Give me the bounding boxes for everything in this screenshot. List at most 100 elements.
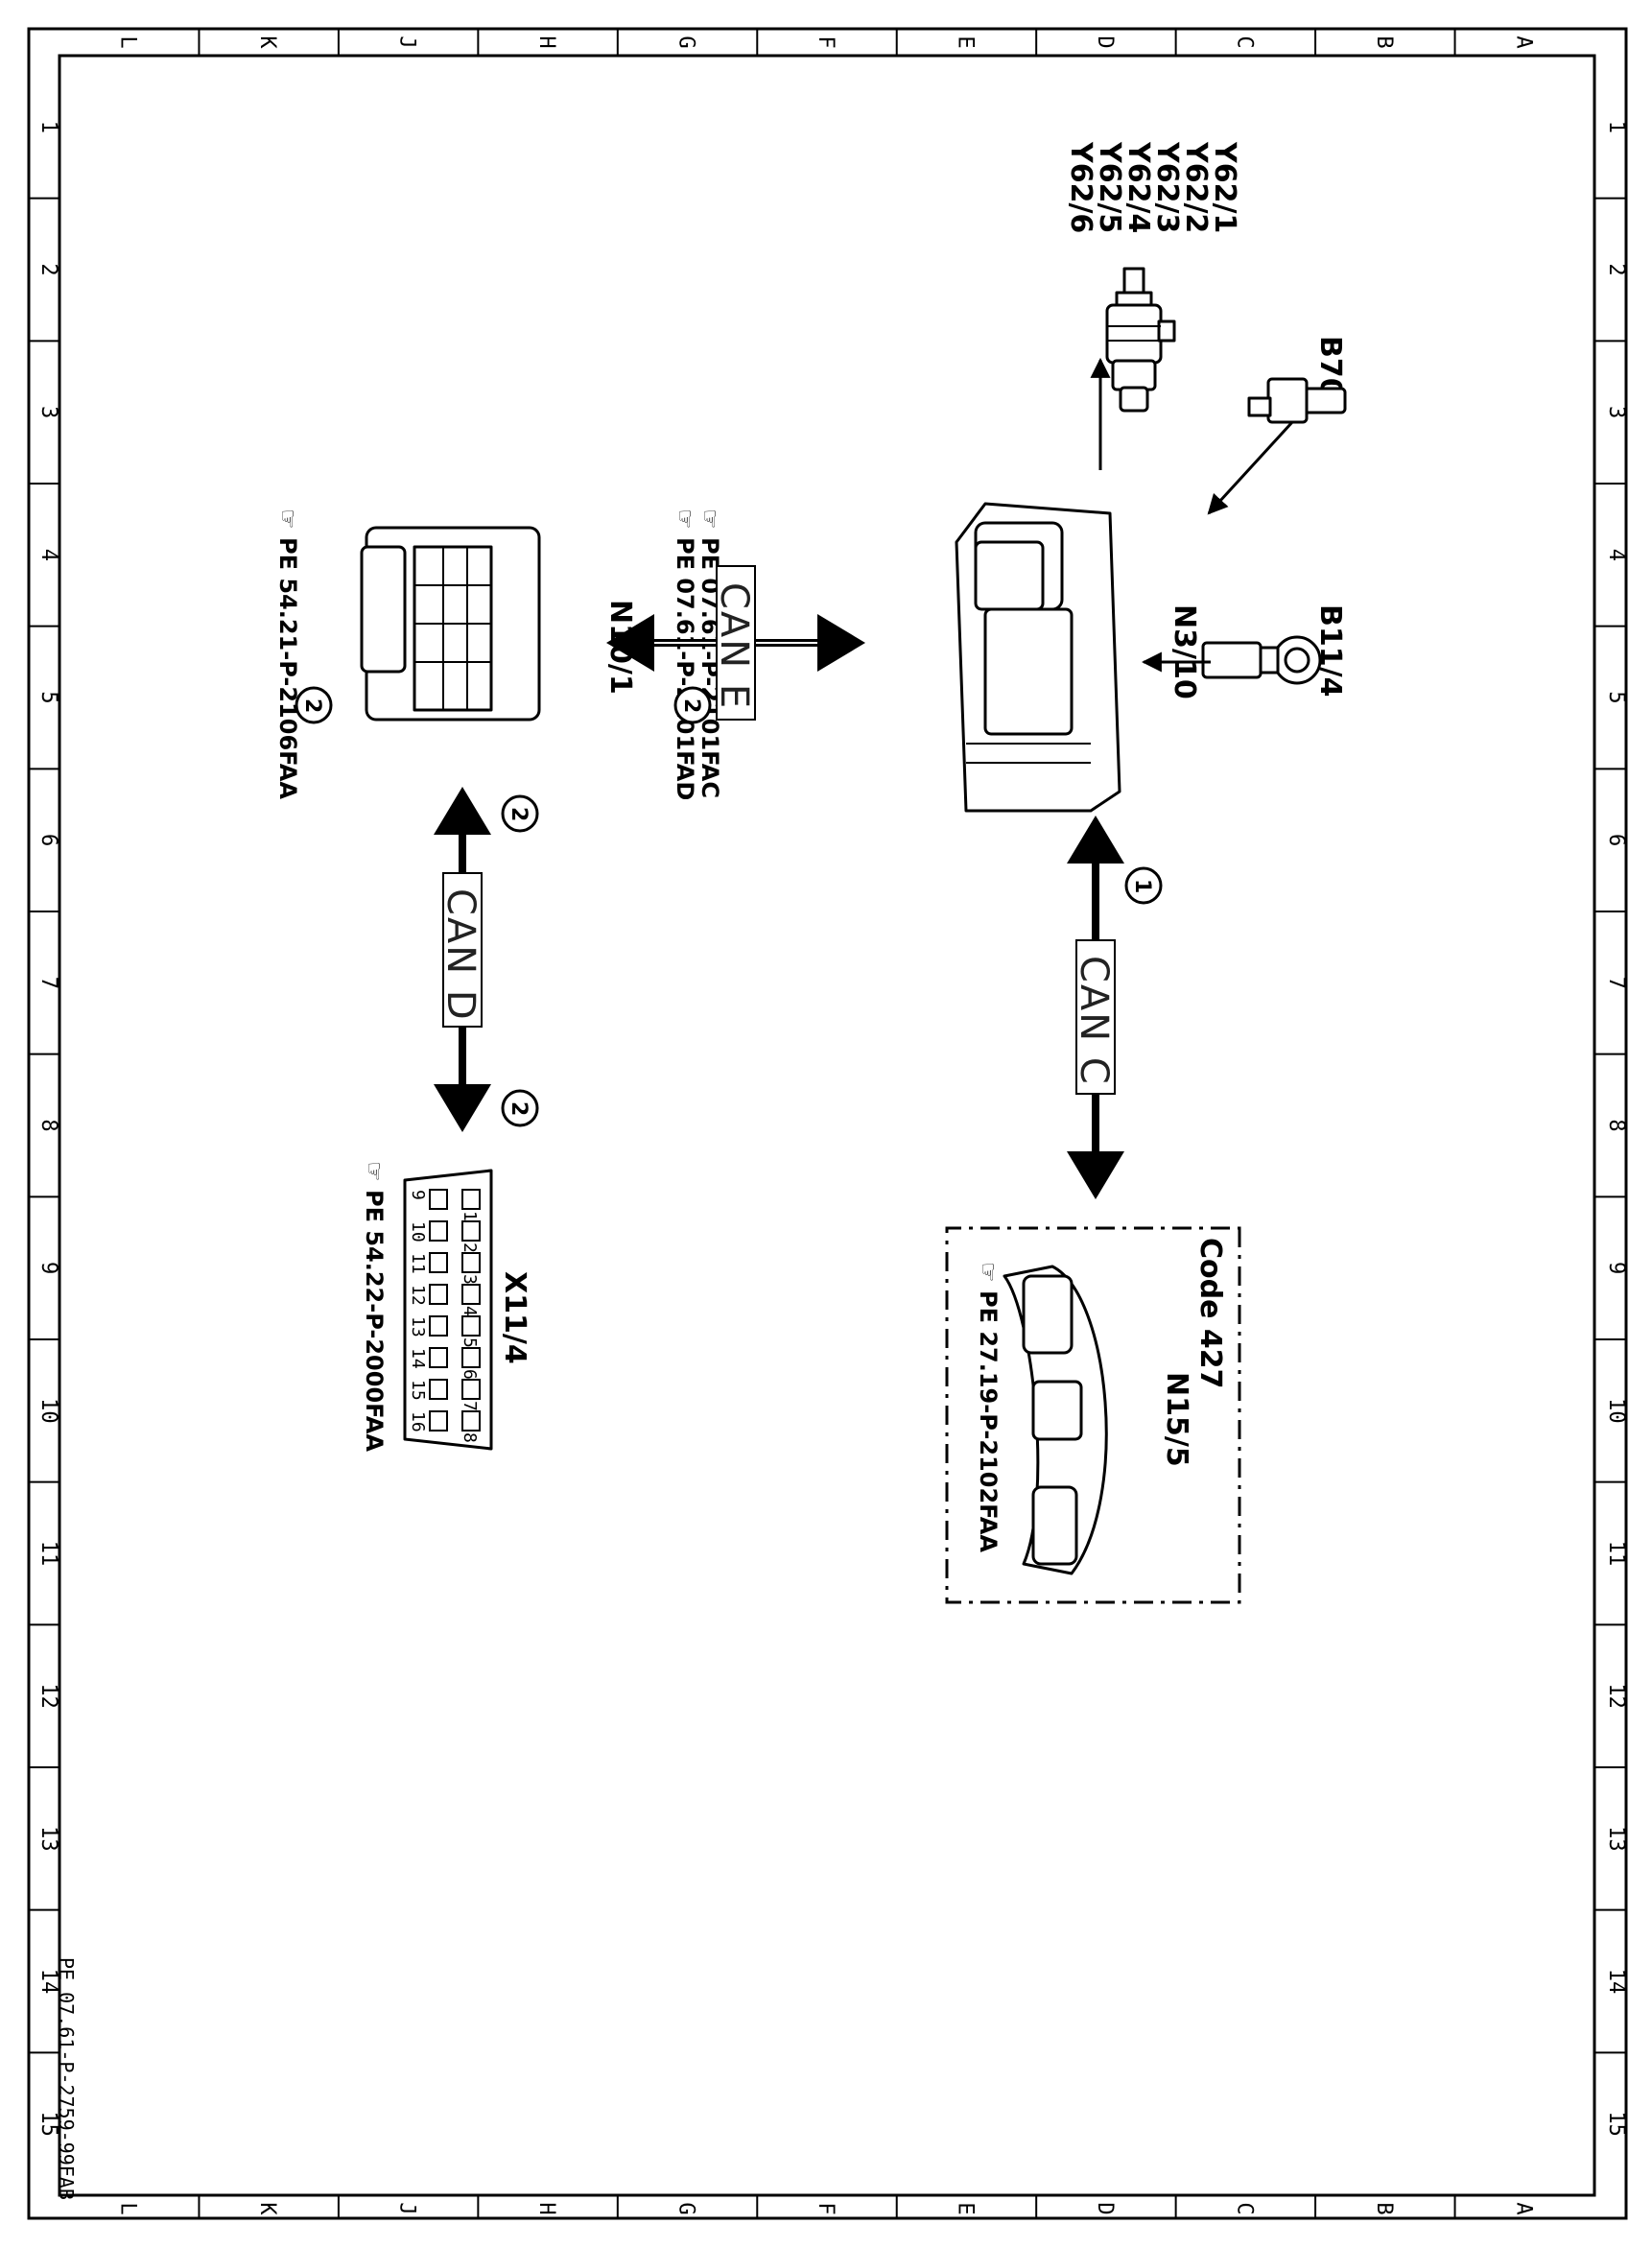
n10-1-circle-number: 2: [300, 698, 324, 713]
n3-10-label: N3/10: [1168, 604, 1201, 699]
x11-4-ref-1: PE 54.22-P-2000FAA: [361, 1190, 388, 1452]
can-e-label: CAN E: [712, 582, 756, 710]
y62-label-3: Y62/3: [1150, 141, 1184, 233]
inner-frame: [58, 54, 1596, 2197]
pin-slot: [429, 1252, 448, 1273]
pin-slot: [429, 1379, 448, 1400]
grid-letter-top: A: [1511, 35, 1535, 48]
grid-number-right: 12: [1604, 1683, 1628, 1709]
pin-number: 15: [408, 1380, 428, 1401]
grid-number-left: 7: [36, 977, 60, 989]
grid-number-left: 8: [36, 1119, 60, 1131]
hand-pointer-icon: ☞: [274, 509, 301, 530]
pin-number: 13: [408, 1316, 428, 1337]
can-e-circle-number: 2: [679, 698, 703, 713]
n15-5-ref-1: PE 27.19-P-2102FAA: [975, 1290, 1002, 1552]
hand-pointer-icon: ☞: [672, 509, 698, 530]
y62-label-5: Y62/5: [1093, 141, 1126, 233]
can-d-label: CAN D: [438, 888, 483, 1022]
pin-slot: [461, 1220, 481, 1242]
grid-number-right: 10: [1604, 1398, 1628, 1424]
y62-label-2: Y62/2: [1179, 141, 1213, 233]
pin-number: 7: [460, 1401, 480, 1411]
can-d-bus: CAN D 2 2: [434, 787, 539, 1132]
can-d-circle-number-1: 2: [507, 807, 531, 821]
grid-number-left: 5: [36, 691, 60, 703]
grid-number-right: 14: [1604, 1969, 1628, 1995]
grid-number-left: 2: [36, 263, 60, 275]
n10-1-references: ☞ PE 54.21-P-2106FAA: [274, 509, 301, 799]
hand-pointer-icon: ☞: [975, 1262, 1002, 1283]
pin-slot: [461, 1379, 481, 1400]
can-e-bus: CAN E 2: [606, 565, 865, 724]
pin-number: 12: [408, 1285, 428, 1306]
grid-letter-bottom: E: [953, 2202, 977, 2214]
grid-number-left: 12: [36, 1683, 60, 1709]
grid-letter-bottom: A: [1511, 2202, 1535, 2214]
grid-number-right: 4: [1604, 549, 1628, 561]
n15-5-option-box: [945, 1226, 1241, 1604]
grid-number-right: 7: [1604, 977, 1628, 989]
pin-number: 11: [408, 1253, 428, 1274]
grid-number-right: 3: [1604, 406, 1628, 418]
grid-letter-top: F: [814, 35, 838, 48]
grid-number-left: 10: [36, 1398, 60, 1424]
grid-number-right: 1: [1604, 121, 1628, 133]
grid-letter-top: J: [395, 35, 419, 48]
pin-slot: [461, 1189, 481, 1210]
x11-4-references: ☞ PE 54.22-P-2000FAA: [361, 1161, 388, 1452]
grid-number-left: 15: [36, 2111, 60, 2137]
pin-number: 14: [408, 1348, 428, 1369]
grid-number-left: 6: [36, 834, 60, 846]
grid-letter-bottom: D: [1093, 2202, 1117, 2214]
can-c-bus: CAN C 1: [1067, 816, 1163, 1199]
n10-1-ref-1: PE 54.21-P-2106FAA: [274, 537, 301, 799]
n3-10-ref-2: PE 07.61-P-2101FAD: [672, 537, 698, 800]
grid-letter-top: E: [953, 35, 977, 48]
grid-number-left: 11: [36, 1541, 60, 1567]
grid-number-right: 5: [1604, 691, 1628, 703]
n15-5-label: N15/5: [1160, 1372, 1193, 1467]
grid-letter-bottom: F: [814, 2202, 838, 2214]
n15-5-code-label: Code 427: [1193, 1238, 1227, 1389]
pin-slot: [429, 1347, 448, 1368]
grid-number-left: 9: [36, 1262, 60, 1274]
pin-slot: [461, 1252, 481, 1273]
grid-letter-bottom: B: [1372, 2202, 1396, 2214]
grid-number-left: 4: [36, 549, 60, 561]
pin-slot: [429, 1410, 448, 1432]
y62-label-1: Y62/1: [1208, 141, 1241, 233]
pin-number: 6: [460, 1369, 480, 1380]
grid-letter-bottom: G: [674, 2202, 698, 2214]
pin-number: 3: [460, 1274, 480, 1285]
grid-letter-bottom: K: [255, 2202, 279, 2215]
pin-slot: [429, 1315, 448, 1337]
grid-letter-bottom: C: [1232, 2202, 1256, 2214]
grid-letter-top: H: [534, 35, 558, 48]
grid-letter-top: D: [1093, 35, 1117, 48]
arrow-b70-to-n3: [1207, 420, 1294, 515]
temperature-sensor-icon: [1201, 635, 1322, 685]
fuel-injector-icon: [1105, 267, 1176, 413]
grid-number-left: 1: [36, 121, 60, 133]
pin-number: 1: [460, 1211, 480, 1221]
hand-pointer-icon: ☞: [696, 509, 723, 530]
pin-slot: [429, 1189, 448, 1210]
grid-letter-top: K: [255, 35, 279, 49]
can-c-label: CAN C: [1072, 956, 1116, 1086]
grid-number-right: 9: [1604, 1262, 1628, 1274]
sam-control-unit-icon: [360, 526, 541, 722]
pin-slot: [429, 1220, 448, 1242]
grid-number-right: 6: [1604, 834, 1628, 846]
grid-number-left: 14: [36, 1969, 60, 1995]
grid-letter-top: G: [674, 35, 698, 48]
diagram-content: Y62/1 Y62/2 Y62/3 Y62/4 Y62/5 Y62/6 B70: [55, 141, 1347, 2200]
pin-slot: [461, 1315, 481, 1337]
x11-4-label: X11/4: [498, 1271, 531, 1364]
y62-label-4: Y62/4: [1121, 141, 1155, 233]
grid-letter-bottom: L: [116, 2202, 140, 2214]
pin-number: 2: [460, 1242, 480, 1253]
